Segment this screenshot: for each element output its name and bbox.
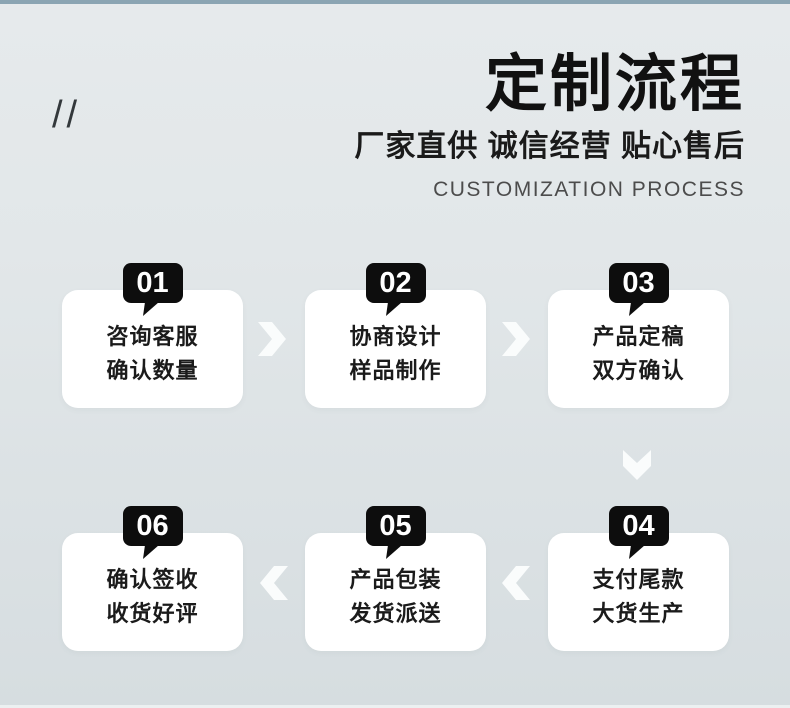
chevron-right-icon — [258, 322, 286, 356]
step-number: 02 — [379, 267, 412, 299]
step-text: 协商设计 样品制作 — [305, 290, 486, 388]
subtitle-en: CUSTOMIZATION PROCESS — [433, 178, 745, 201]
badge-tail-icon — [385, 545, 402, 559]
step-card-4: 04 支付尾款 大货生产 — [548, 506, 729, 651]
badge-tail-icon — [628, 302, 645, 316]
chevron-down-icon — [623, 450, 651, 480]
badge-tail-icon — [142, 302, 159, 316]
chevron-left-icon — [502, 566, 530, 600]
step-number-badge: 05 — [365, 506, 426, 559]
step-card-5: 05 产品包装 发货派送 — [305, 506, 486, 651]
step-card-6: 06 确认签收 收货好评 — [62, 506, 243, 651]
step-line1: 产品包装 — [349, 567, 442, 592]
step-line1: 协商设计 — [349, 324, 442, 349]
step-text: 产品定稿 双方确认 — [548, 290, 729, 388]
step-line2: 发货派送 — [349, 601, 442, 626]
step-line2: 大货生产 — [592, 601, 685, 626]
step-card-3: 03 产品定稿 双方确认 — [548, 263, 729, 408]
step-number: 05 — [379, 510, 412, 542]
step-number-badge: 02 — [365, 263, 426, 316]
step-line2: 确认数量 — [106, 358, 199, 383]
step-line1: 支付尾款 — [592, 567, 685, 592]
step-card-2: 02 协商设计 样品制作 — [305, 263, 486, 408]
subtitle: 厂家直供 诚信经营 贴心售后 — [354, 130, 745, 163]
step-line2: 收货好评 — [106, 601, 199, 626]
step-line1: 咨询客服 — [106, 324, 199, 349]
badge-tail-icon — [385, 302, 402, 316]
bottom-border-strip — [0, 705, 790, 708]
step-text: 咨询客服 确认数量 — [62, 290, 243, 388]
step-number: 04 — [622, 510, 655, 542]
step-number-badge: 03 — [608, 263, 669, 316]
step-text: 支付尾款 大货生产 — [548, 533, 729, 631]
step-text: 产品包装 发货派送 — [305, 533, 486, 631]
badge-tail-icon — [628, 545, 645, 559]
step-number: 01 — [136, 267, 169, 299]
step-number: 06 — [136, 510, 169, 542]
page-title: 定制流程 — [484, 50, 745, 119]
step-line2: 双方确认 — [592, 358, 685, 383]
step-number-badge: 01 — [122, 263, 183, 316]
step-number: 03 — [622, 267, 655, 299]
top-border-strip — [0, 0, 790, 4]
decorative-slashes: // — [52, 94, 82, 136]
header: 定制流程 厂家直供 诚信经营 贴心售后 CUSTOMIZATION PROCES… — [354, 52, 745, 202]
step-line1: 产品定稿 — [592, 324, 685, 349]
step-number-badge: 04 — [608, 506, 669, 559]
step-line1: 确认签收 — [106, 567, 199, 592]
chevron-left-icon — [260, 566, 288, 600]
step-text: 确认签收 收货好评 — [62, 533, 243, 631]
chevron-right-icon — [502, 322, 530, 356]
step-line2: 样品制作 — [349, 358, 442, 383]
step-number-badge: 06 — [122, 506, 183, 559]
step-card-1: 01 咨询客服 确认数量 — [62, 263, 243, 408]
badge-tail-icon — [142, 545, 159, 559]
